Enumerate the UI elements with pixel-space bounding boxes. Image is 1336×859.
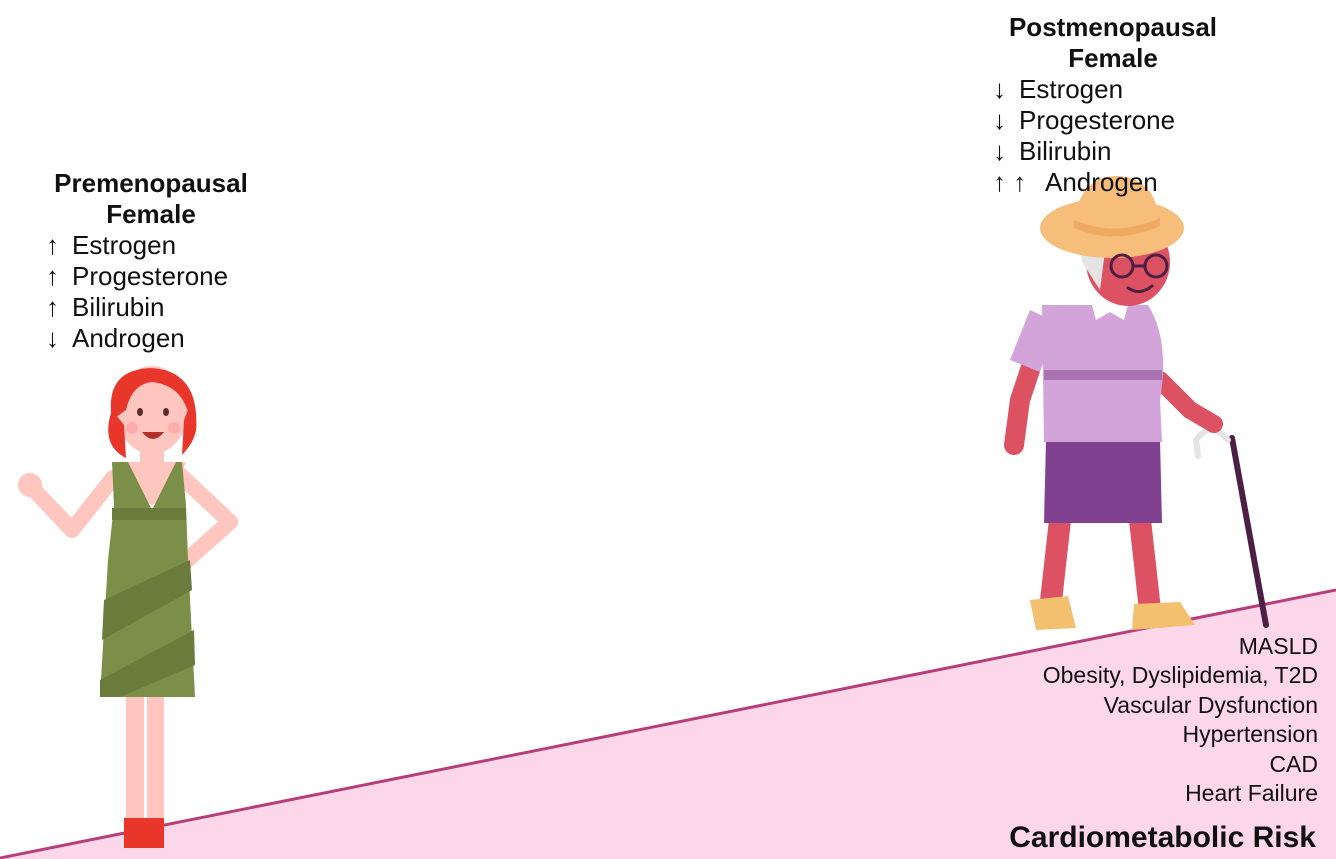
risk-condition: Hypertension [1043,720,1318,749]
premenopausal-item-label: Bilirubin [72,292,165,322]
down-arrow-icon: ↓ [993,74,1019,105]
postmenopausal-woman-illustration [1010,176,1266,630]
postmenopausal-title: Postmenopausal Female [993,12,1233,74]
premenopausal-item: ↑Bilirubin [46,292,256,323]
premenopausal-woman-illustration [18,366,230,848]
risk-condition: CAD [1043,750,1318,779]
postmenopausal-item: ↑ ↑Androgen [993,167,1233,198]
postmenopausal-item-label: Progesterone [1019,105,1175,135]
risk-condition: MASLD [1043,632,1318,661]
premenopausal-item: ↑Estrogen [46,230,256,261]
premenopausal-item: ↑Progesterone [46,261,256,292]
double-up-arrow-icon: ↑ ↑ [993,167,1045,198]
postmenopausal-title-line2: Female [993,43,1233,74]
postmenopausal-item: ↓Bilirubin [993,136,1233,167]
up-arrow-icon: ↑ [46,261,72,292]
risk-condition: Vascular Dysfunction [1043,691,1318,720]
down-arrow-icon: ↓ [993,136,1019,167]
postmenopausal-item: ↓Estrogen [993,74,1233,105]
up-arrow-icon: ↑ [46,230,72,261]
premenopausal-item: ↓Androgen [46,323,256,354]
premenopausal-block: Premenopausal Female ↑Estrogen ↑Progeste… [46,168,256,354]
postmenopausal-block: Postmenopausal Female ↓Estrogen ↓Progest… [993,12,1233,198]
risk-condition: Heart Failure [1043,779,1318,808]
premenopausal-item-label: Androgen [72,323,185,353]
risk-conditions-list: MASLD Obesity, Dyslipidemia, T2D Vascula… [1043,632,1318,808]
premenopausal-title-line2: Female [46,199,256,230]
premenopausal-item-label: Progesterone [72,261,228,291]
postmenopausal-item-label: Estrogen [1019,74,1123,104]
premenopausal-title-line1: Premenopausal [46,168,256,199]
postmenopausal-title-line1: Postmenopausal [993,12,1233,43]
up-arrow-icon: ↑ [46,292,72,323]
premenopausal-item-label: Estrogen [72,230,176,260]
down-arrow-icon: ↓ [993,105,1019,136]
postmenopausal-item-label: Bilirubin [1019,136,1112,166]
risk-condition: Obesity, Dyslipidemia, T2D [1043,661,1318,690]
down-arrow-icon: ↓ [46,323,72,354]
cardiometabolic-risk-label: Cardiometabolic Risk [1009,821,1316,855]
premenopausal-title: Premenopausal Female [46,168,256,230]
postmenopausal-item: ↓Progesterone [993,105,1233,136]
postmenopausal-item-label: Androgen [1045,167,1158,197]
